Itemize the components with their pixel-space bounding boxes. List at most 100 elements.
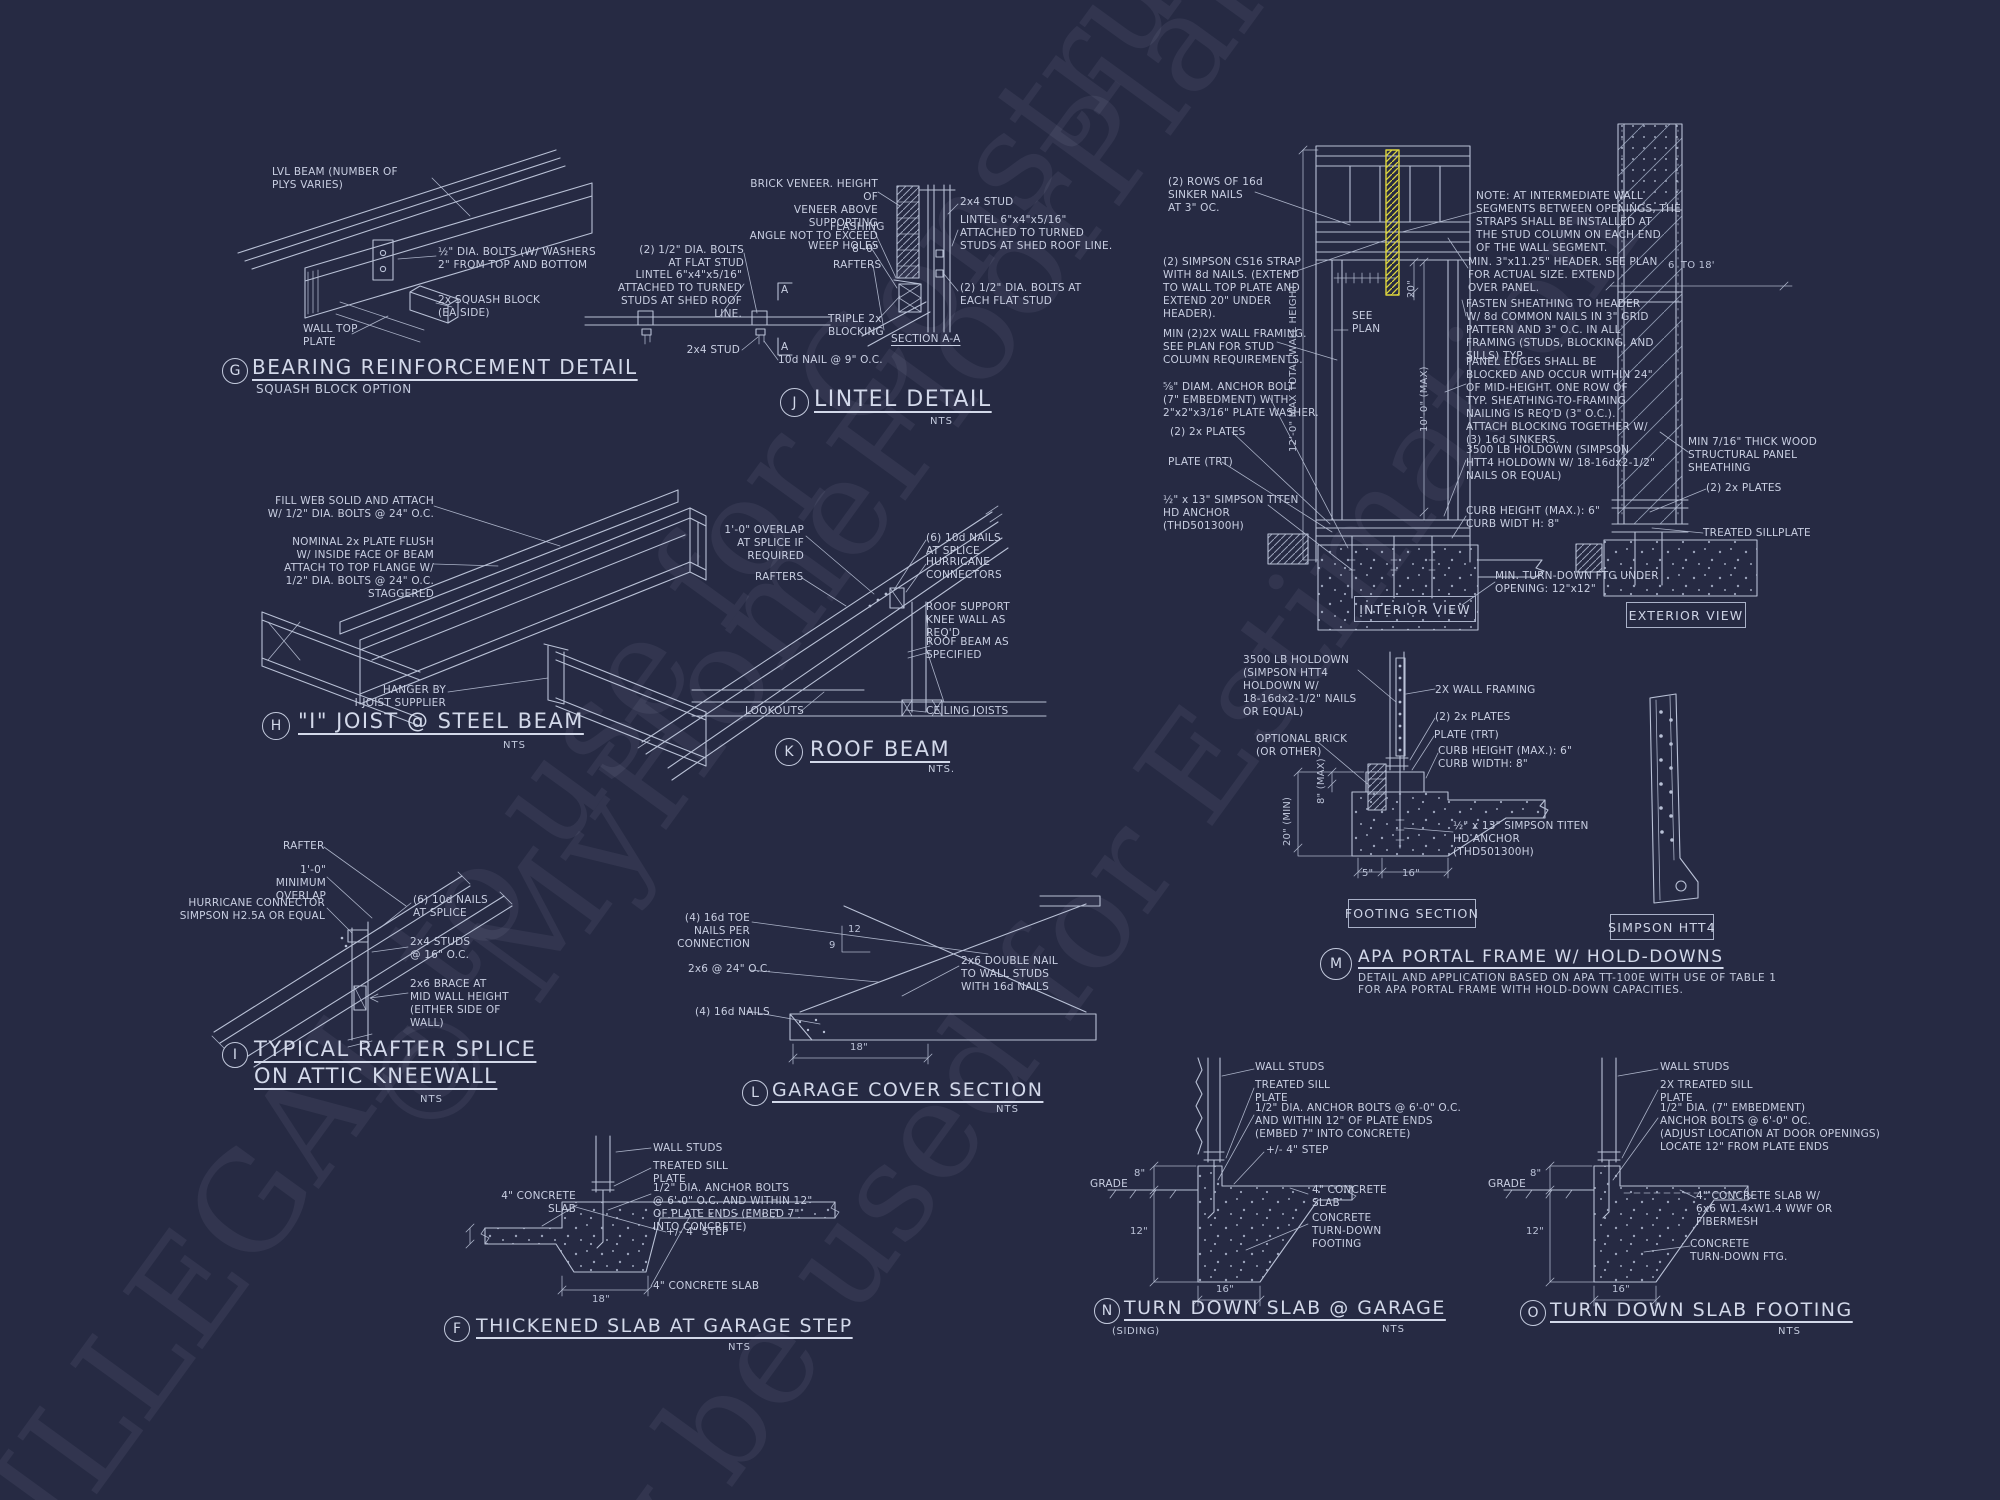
annotation-label: 2X TREATED SILL PLATE (1660, 1079, 1753, 1105)
annotation-label: 1/2" DIA. ANCHOR BOLTS @ 6'-0" O.C. AND … (1255, 1102, 1462, 1141)
footing-section-drawing (1293, 651, 1549, 879)
annotation-label: 2x4 STUDS @ 16" O.C. (410, 936, 471, 962)
annotation-label: TRIPLE 2x BLOCKING (828, 313, 884, 339)
annotation-label: +/- 4" STEP (1266, 1144, 1329, 1156)
annotation-label: LINTEL 6"x4"x5/16" ATTACHED TO TURNED ST… (960, 214, 1113, 253)
garage-cover-drawing (746, 895, 1101, 1065)
annotation-label: FLASHING (830, 221, 885, 233)
scale-label: NTS (420, 1094, 443, 1105)
annotation-label: CEILING JOISTS (926, 705, 1009, 717)
detail-title: "I" JOIST @ STEEL BEAM (298, 709, 584, 733)
annotation-label: 4" CONCRETE SLAB (501, 1190, 576, 1216)
annotation-label: (6) 10d NAILS AT SPLICE (926, 532, 1001, 558)
annotation-label: WALL TOP PLATE (303, 323, 358, 349)
slope-dim-label: 9 (829, 940, 836, 951)
annotation-label: 4" CONCRETE SLAB (653, 1280, 760, 1292)
annotation-label: 2x6 DOUBLE NAIL TO WALL STUDS WITH 16d N… (961, 955, 1058, 994)
annotation-label: RAFTERS (755, 571, 804, 583)
detail-title: TURN DOWN SLAB FOOTING (1550, 1299, 1853, 1321)
note-text: 3500 LB HOLDOWN (SIMPSON HTT4 HOLDOWN W/… (1466, 444, 1656, 483)
note-text: NOTE: AT INTERMEDIATE WALL SEGMENTS BETW… (1476, 190, 1681, 255)
annotation-label: (2) 2x PLATES (1706, 482, 1782, 494)
annotation-label: ½" DIA. BOLTS (W/ WASHERS 2" FROM TOP AN… (438, 246, 596, 272)
view-box-label: SIMPSON HTT4 (1608, 914, 1715, 940)
annotation-label: TREATED SILLPLATE (1703, 527, 1811, 539)
roof-beam-drawing (637, 505, 1047, 781)
annotation-label: GRADE (1488, 1178, 1526, 1190)
annotation-label: (4) 16d NAILS (695, 1006, 770, 1018)
annotation-label: LVL BEAM (NUMBER OF PLYS VARIES) (272, 166, 398, 192)
detail-title: ROOF BEAM (810, 737, 951, 761)
dim-label: 6' TO 18' (1668, 260, 1715, 271)
detail-letter: N (1094, 1298, 1120, 1324)
annotation-label: WALL STUDS (1660, 1061, 1730, 1073)
annotation-label: BRICK VENEER. HEIGHT OF VENEER ABOVE SUP… (749, 178, 878, 256)
annotation-label: GRADE (1090, 1178, 1128, 1190)
annotation-label: SEE PLAN (1352, 310, 1381, 336)
dim-label: 18" (850, 1042, 868, 1053)
view-box-label: EXTERIOR VIEW (1626, 602, 1746, 628)
annotation-label: MIN (2)2X WALL FRAMING. SEE PLAN FOR STU… (1163, 328, 1307, 367)
dim-label: 18" (592, 1294, 610, 1305)
bearing-detail-drawing (237, 149, 593, 343)
lintel-detail-drawing (584, 184, 959, 361)
portal-frame-interior-drawing (1221, 145, 1545, 631)
annotation-label: 3500 LB HOLDOWN (SIMPSON HTT4 HOLDOWN W/… (1243, 654, 1357, 719)
turn-down-footing-drawing (1503, 1057, 1753, 1307)
detail-letter: H (262, 712, 290, 740)
detail-title: LINTEL DETAIL (814, 387, 992, 412)
scale-label: NTS (930, 416, 953, 427)
annotation-label: 2X WALL FRAMING (1435, 684, 1536, 696)
annotation-label: OPTIONAL BRICK (OR OTHER) (1256, 733, 1348, 759)
turn-down-garage-drawing (1107, 1057, 1357, 1307)
scale-label: NTS (1778, 1326, 1801, 1337)
annotation-label: CONCRETE TURN-DOWN FOOTING (1312, 1212, 1382, 1251)
annotation-label: MIN 7/16" THICK WOOD STRUCTURAL PANEL SH… (1688, 436, 1818, 475)
annotation-label: 2x4 STUD (960, 196, 1014, 208)
detail-title: GARAGE COVER SECTION (772, 1079, 1044, 1101)
detail-letter: J (780, 388, 809, 417)
detail-letter: I (222, 1042, 248, 1068)
ijoist-steel-beam-drawing (261, 489, 707, 767)
scale-label: NTS (1382, 1324, 1405, 1335)
annotation-label: 10d NAIL @ 9" O.C. (778, 354, 883, 366)
detail-letter: G (222, 358, 248, 384)
section-cut-letter: A (781, 341, 789, 353)
dim-label: 10'-0" (MAX) (1419, 366, 1430, 432)
detail-letter: O (1520, 1300, 1546, 1326)
annotation-label: WEEP HOLES (808, 240, 879, 252)
annotation-label: 2x6 @ 24" O.C. (688, 963, 771, 975)
annotation-label: ROOF BEAM AS SPECIFIED (926, 636, 1009, 662)
annotation-label: ⅝" DIAM. ANCHOR BOLT (7" EMBEDMENT) WITH… (1163, 381, 1319, 420)
annotation-label: 4" CONCRETE SLAB W/ 6x6 W1.4xW1.4 WWF OR… (1696, 1190, 1833, 1229)
annotation-label: WALL STUDS (653, 1142, 723, 1154)
annotation-label: HURRICANE CONNECTORS (926, 556, 1002, 582)
annotation-label: NOMINAL 2x PLATE FLUSH W/ INSIDE FACE OF… (284, 536, 434, 601)
detail-letter: M (1320, 948, 1352, 980)
dim-label: 12'-0" MAX TOTAL WALL HEIGHT (1288, 284, 1299, 452)
dim-label: 20" (1406, 280, 1417, 298)
annotation-label: FILL WEB SOLID AND ATTACH W/ 1/2" DIA. B… (267, 495, 434, 521)
slope-dim-label: 12 (848, 924, 862, 935)
view-box-label: FOOTING SECTION (1345, 899, 1478, 928)
note-text: PANEL EDGES SHALL BE BLOCKED AND OCCUR W… (1466, 356, 1653, 447)
detail-letter: L (742, 1080, 768, 1106)
annotation-label: WALL STUDS (1255, 1061, 1325, 1073)
annotation-label: 1'-0" MINIMUM OVERLAP (275, 864, 326, 903)
annotation-label: (2) 1/2" DIA. BOLTS AT FLAT STUD (639, 244, 744, 270)
annotation-label: TREATED SILL PLATE (653, 1160, 729, 1186)
rafter-splice-drawing (211, 846, 513, 1068)
detail-title: THICKENED SLAB AT GARAGE STEP (476, 1315, 853, 1337)
annotation-label: PLATE (TRT) (1434, 729, 1499, 741)
annotation-label: TREATED SILL PLATE (1255, 1079, 1331, 1105)
annotation-label: (2) 1/2" DIA. BOLTS AT EACH FLAT STUD (960, 282, 1082, 308)
annotation-label: 2x6 BRACE AT MID WALL HEIGHT (EITHER SID… (410, 978, 509, 1030)
annotation-label: (2) 2x PLATES (1435, 711, 1511, 723)
annotation-label: (2) SIMPSON CS16 STRAP WITH 8d NAILS. (E… (1163, 256, 1302, 321)
dim-label: 12" (1130, 1226, 1148, 1237)
detail-letter: F (444, 1316, 470, 1342)
dim-label: 8" (1530, 1168, 1542, 1179)
view-box-label: INTERIOR VIEW (1354, 596, 1476, 622)
